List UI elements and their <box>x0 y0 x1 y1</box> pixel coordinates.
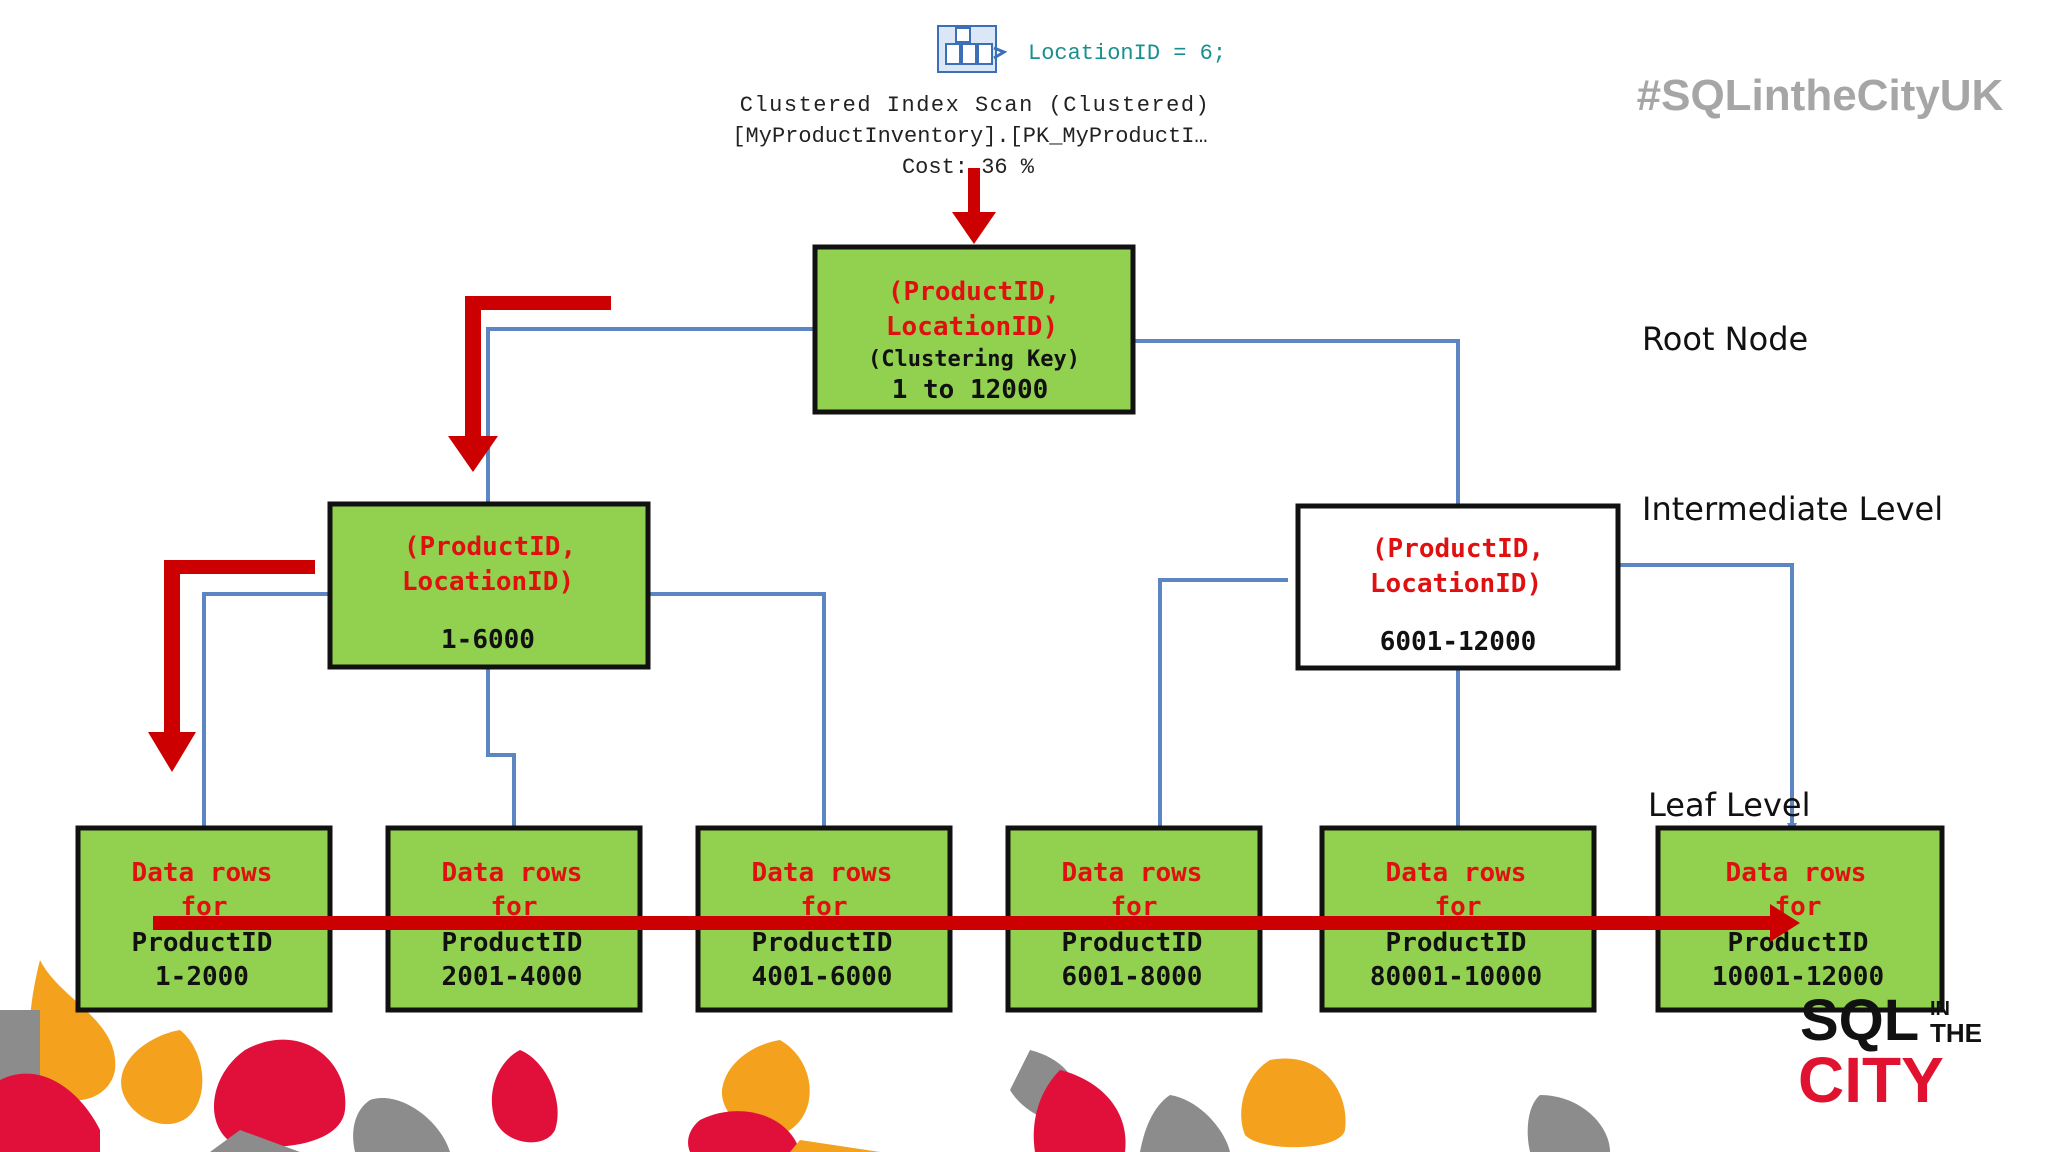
leaf-node-line1: Data rows <box>1386 858 1527 888</box>
connector-int1-leaf2 <box>486 667 519 843</box>
sql-in-the-city-logo: SQL IN THE CITY <box>1798 988 1982 1116</box>
leaf-node-range: 2001-4000 <box>442 962 583 992</box>
intermediate-node-line2: LocationID) <box>402 567 574 597</box>
logo-city: CITY <box>1798 1044 1944 1116</box>
leaf-node-6: Data rows for ProductID 10001-12000 <box>1655 825 1945 1013</box>
leaf-node-range: 10001-12000 <box>1712 962 1884 992</box>
plan-operator: Clustered Index Scan (Clustered) <box>740 93 1210 118</box>
root-node-line1: (ProductID, <box>888 277 1060 307</box>
connector-int1-leaf3 <box>646 592 829 843</box>
hashtag-label: #SQLintheCityUK <box>1637 71 2004 120</box>
plan-object: [MyProductInventory].[PK_MyProductI… <box>732 124 1207 149</box>
scan-arrow-across-leaves-overlay <box>153 904 1800 942</box>
leaf-node-line3: ProductID <box>1728 928 1869 958</box>
level-label-root: Root Node <box>1642 320 1808 358</box>
leaf-node-line1: Data rows <box>132 858 273 888</box>
leaf-node-line1: Data rows <box>442 858 583 888</box>
leaf-node-line3: ProductID <box>1062 928 1203 958</box>
intermediate-node-range: 1-6000 <box>441 625 535 655</box>
scan-arrow-to-leaf <box>148 560 315 772</box>
intermediate-node-line1: (ProductID, <box>404 532 576 562</box>
intermediate-node-line1: (ProductID, <box>1372 534 1544 564</box>
leaf-node-range: 6001-8000 <box>1062 962 1203 992</box>
leaf-node-line3: ProductID <box>752 928 893 958</box>
intermediate-node-1: (ProductID, LocationID) 1-6000 <box>327 501 651 670</box>
leaf-node-line3: ProductID <box>442 928 583 958</box>
root-node-line3: (Clustering Key) <box>868 347 1080 372</box>
connector-int2-leaf4 <box>1155 578 1288 843</box>
level-label-intermediate: Intermediate Level <box>1642 490 1943 528</box>
leaf-node-line1: Data rows <box>1062 858 1203 888</box>
root-node-line2: LocationID) <box>886 312 1058 342</box>
leaf-node-line1: Data rows <box>752 858 893 888</box>
logo-sql: SQL <box>1800 988 1919 1053</box>
leaf-node-line1: Data rows <box>1726 858 1867 888</box>
leaf-node-line3: ProductID <box>132 928 273 958</box>
level-label-leaf: Leaf Level <box>1648 786 1810 824</box>
scan-arrow-to-intermediate <box>448 296 611 472</box>
root-node: (ProductID, LocationID) (Clustering Key)… <box>812 244 1136 415</box>
intermediate-node-range: 6001-12000 <box>1380 627 1537 657</box>
connector-root-left <box>483 327 815 513</box>
logo-in: IN <box>1930 998 1950 1020</box>
intermediate-node-line2: LocationID) <box>1370 569 1542 599</box>
leaf-node-range: 80001-10000 <box>1370 962 1542 992</box>
leaf-node-range: 4001-6000 <box>752 962 893 992</box>
clustered-index-scan-icon <box>937 25 1008 73</box>
connector-int1-leaf1 <box>199 592 330 843</box>
root-node-range: 1 to 12000 <box>892 375 1049 405</box>
decorative-blobs <box>0 960 1610 1152</box>
intermediate-node-2: (ProductID, LocationID) 6001-12000 <box>1295 503 1621 671</box>
leaf-node-line3: ProductID <box>1386 928 1527 958</box>
scan-arrow-down-to-root <box>952 168 996 244</box>
connector-int2-leaf6 <box>1620 563 1797 833</box>
leaf-node-range: 1-2000 <box>155 962 249 992</box>
connector-root-right <box>1133 339 1463 521</box>
logo-the: THE <box>1930 1018 1982 1048</box>
plan-predicate: LocationID = 6; <box>1028 41 1226 66</box>
